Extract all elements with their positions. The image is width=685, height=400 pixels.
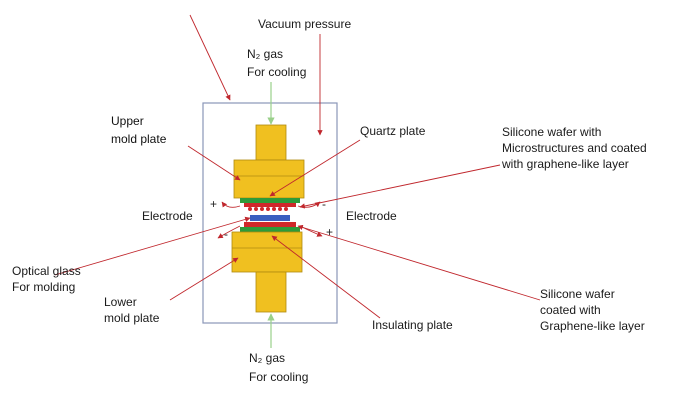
- label-silicone-top-1: Silicone wafer with: [502, 125, 601, 139]
- label-silicone-bottom-2: coated with: [540, 303, 601, 317]
- symbol-minus-right: -: [322, 197, 326, 211]
- label-upper-mold-1: Upper: [111, 114, 144, 128]
- symbol-plus-left: +: [210, 197, 217, 211]
- label-insulating-plate: Insulating plate: [372, 318, 453, 332]
- symbol-minus-left: -: [224, 227, 228, 241]
- insulating-plate: [240, 227, 300, 232]
- label-silicone-bottom-3: Graphene-like layer: [540, 319, 645, 333]
- label-lower-mold-2: mold plate: [104, 311, 160, 325]
- silicone-wafer-top: [244, 203, 296, 207]
- label-n2-bottom-purpose: For cooling: [249, 370, 308, 384]
- silicone-wafer-bottom: [244, 222, 296, 227]
- label-electrode-left: Electrode: [142, 209, 193, 223]
- upper-mold-body: [233, 159, 305, 199]
- microstructures: [248, 207, 288, 211]
- lower-mold-stem: [255, 271, 287, 313]
- label-silicone-bottom-1: Silicone wafer: [540, 287, 615, 301]
- label-electrode-right: Electrode: [346, 209, 397, 223]
- label-lower-mold-1: Lower: [104, 295, 137, 309]
- label-upper-mold-2: mold plate: [111, 132, 167, 146]
- label-quartz-plate: Quartz plate: [360, 124, 426, 138]
- lower-mold-body: [231, 231, 303, 273]
- upper-mold-stem: [255, 124, 287, 161]
- label-n2-top-purpose: For cooling: [247, 65, 306, 79]
- label-optical-glass-2: For molding: [12, 280, 75, 294]
- label-n2-bottom: N₂ gas: [249, 351, 285, 365]
- label-silicone-top-3: with graphene-like layer: [501, 157, 629, 171]
- leader-lines: [54, 14, 541, 319]
- quartz-plate: [240, 198, 300, 203]
- label-vacuum-pressure: Vacuum pressure: [258, 17, 351, 31]
- optical-glass: [250, 215, 290, 221]
- vacuum-chamber: [202, 102, 338, 324]
- symbol-plus-right: +: [326, 225, 333, 239]
- label-n2-top: N₂ gas: [247, 47, 283, 61]
- label-silicone-top-2: Microstructures and coated: [502, 141, 647, 155]
- label-optical-glass-1: Optical glass: [12, 264, 81, 278]
